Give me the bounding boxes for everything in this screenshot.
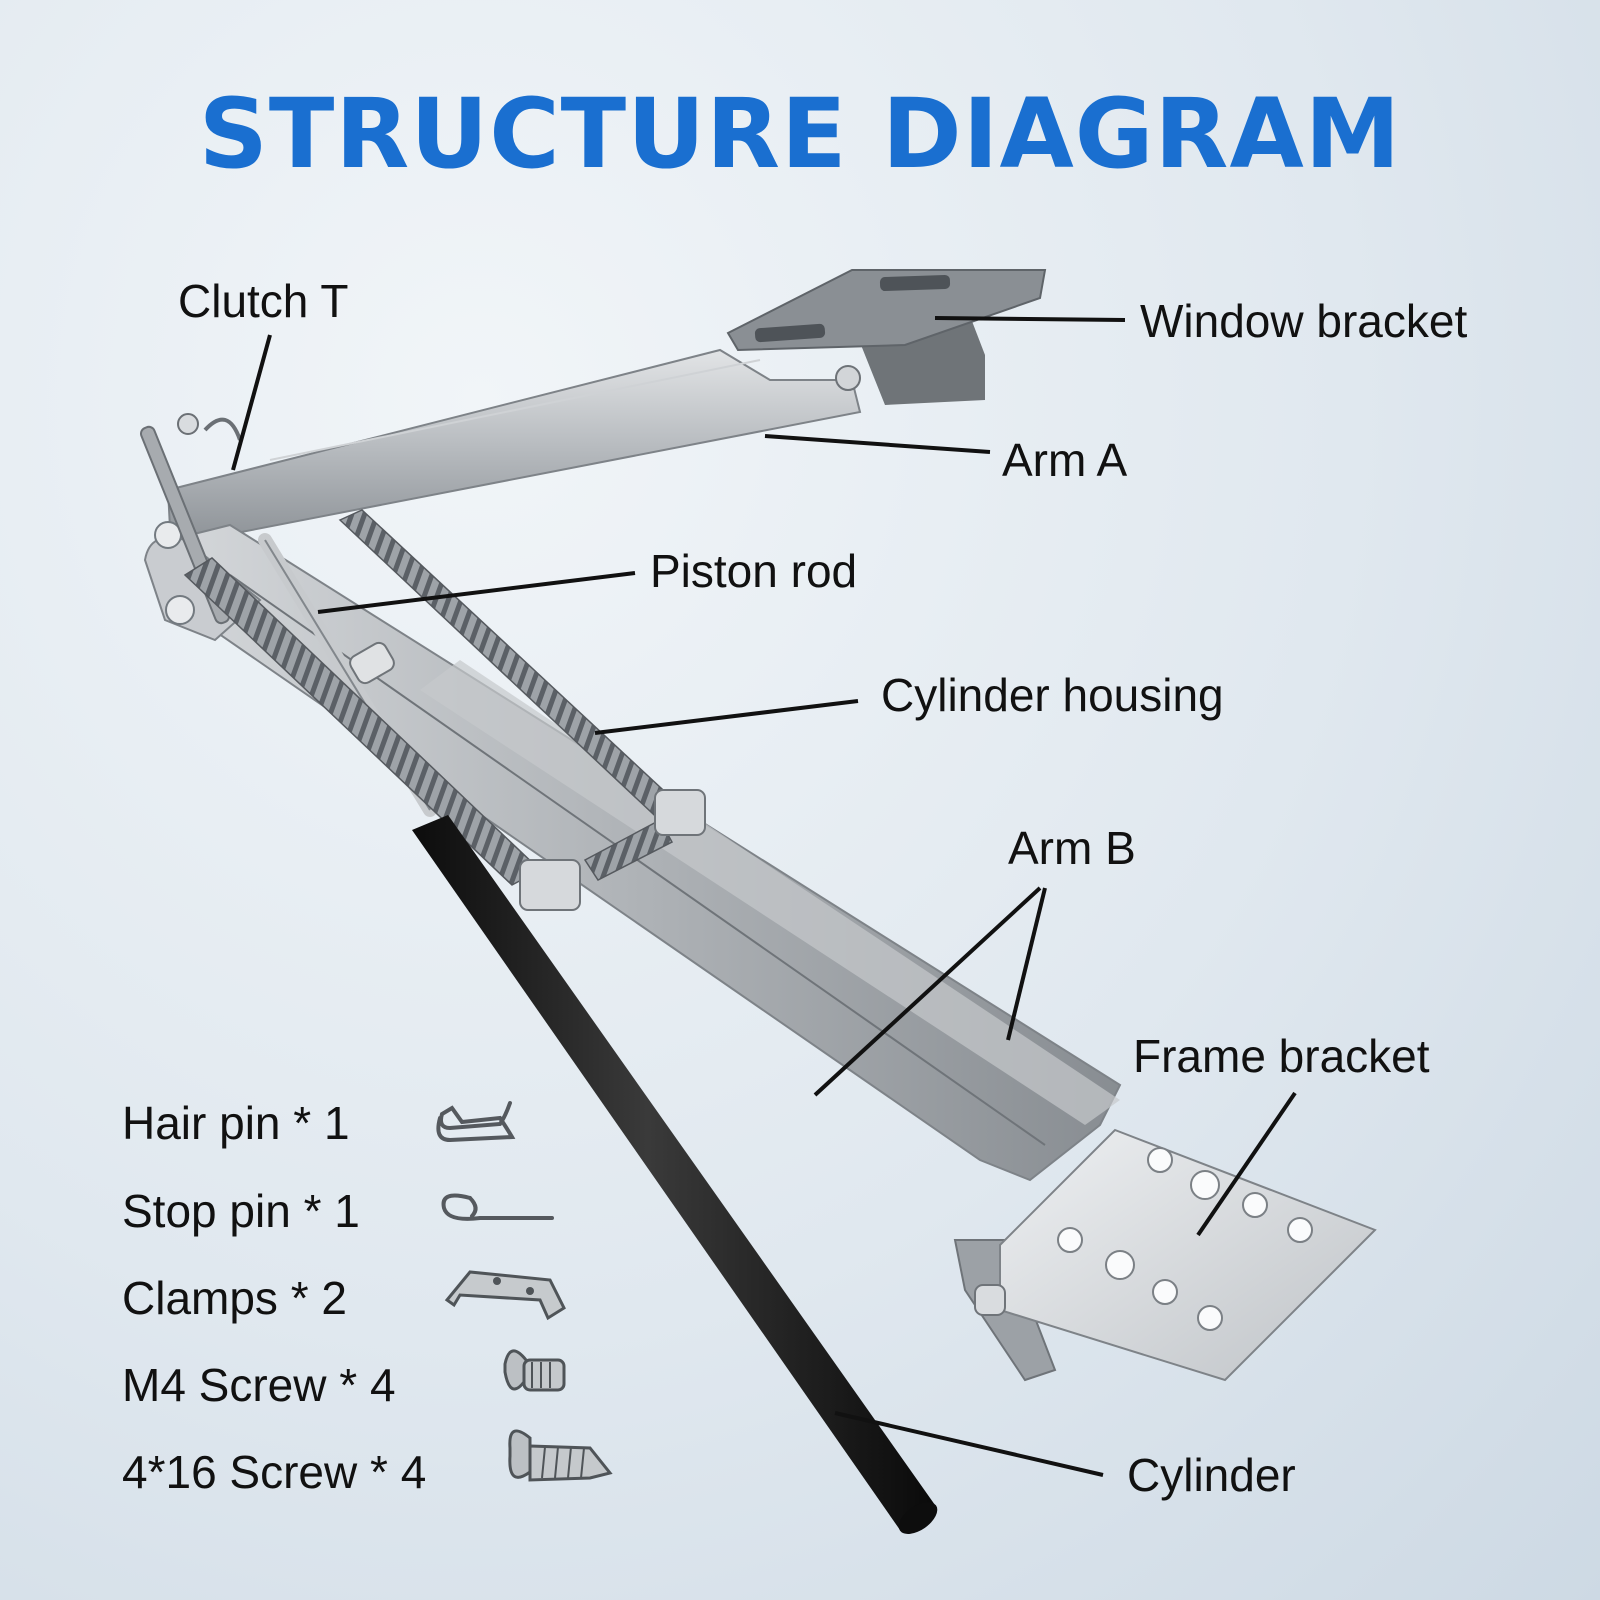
- label-clutch-t: Clutch T: [178, 275, 349, 327]
- part-hair-pin: Hair pin * 1: [122, 1097, 350, 1149]
- clamp-icon: [444, 1270, 566, 1321]
- label-arm-b: Arm B: [1008, 822, 1136, 874]
- label-cylinder: Cylinder: [1127, 1449, 1296, 1501]
- part-m4-screw: M4 Screw * 4: [122, 1359, 396, 1411]
- label-piston-rod: Piston rod: [650, 545, 858, 597]
- part-stop-pin: Stop pin * 1: [122, 1185, 360, 1237]
- arm-a: [166, 348, 862, 542]
- m4-screw-icon: [503, 1349, 566, 1392]
- leader-frame-bracket: [1196, 1091, 1297, 1237]
- frame-bracket: [953, 1128, 1377, 1382]
- label-window-bracket: Window bracket: [1140, 295, 1468, 347]
- label-arm-a: Arm A: [1002, 434, 1128, 486]
- leader-arm-b-2: [1006, 887, 1047, 1041]
- leader-window-bracket: [934, 316, 1126, 322]
- leader-piston-rod: [317, 571, 636, 614]
- leader-arm-b-1: [813, 886, 1042, 1097]
- hair-pin-icon: [436, 1101, 516, 1143]
- spring-brackets: [519, 789, 706, 911]
- cylinder: [412, 815, 938, 1534]
- part-clamps: Clamps * 2: [122, 1272, 347, 1324]
- part-wood-screw: 4*16 Screw * 4: [122, 1446, 427, 1498]
- wood-screw-icon: [508, 1429, 613, 1482]
- leader-arm-a: [764, 434, 991, 454]
- leader-lines: [231, 316, 1297, 1477]
- diagram-title: STRUCTURE DIAGRAM: [198, 78, 1402, 190]
- stop-pin-icon: [441, 1193, 554, 1221]
- leader-cylinder-housing: [594, 699, 859, 735]
- leader-clutch-t: [231, 334, 272, 471]
- label-frame-bracket: Frame bracket: [1133, 1030, 1430, 1082]
- leader-cylinder: [834, 1411, 1104, 1477]
- label-cylinder-housing: Cylinder housing: [881, 669, 1224, 721]
